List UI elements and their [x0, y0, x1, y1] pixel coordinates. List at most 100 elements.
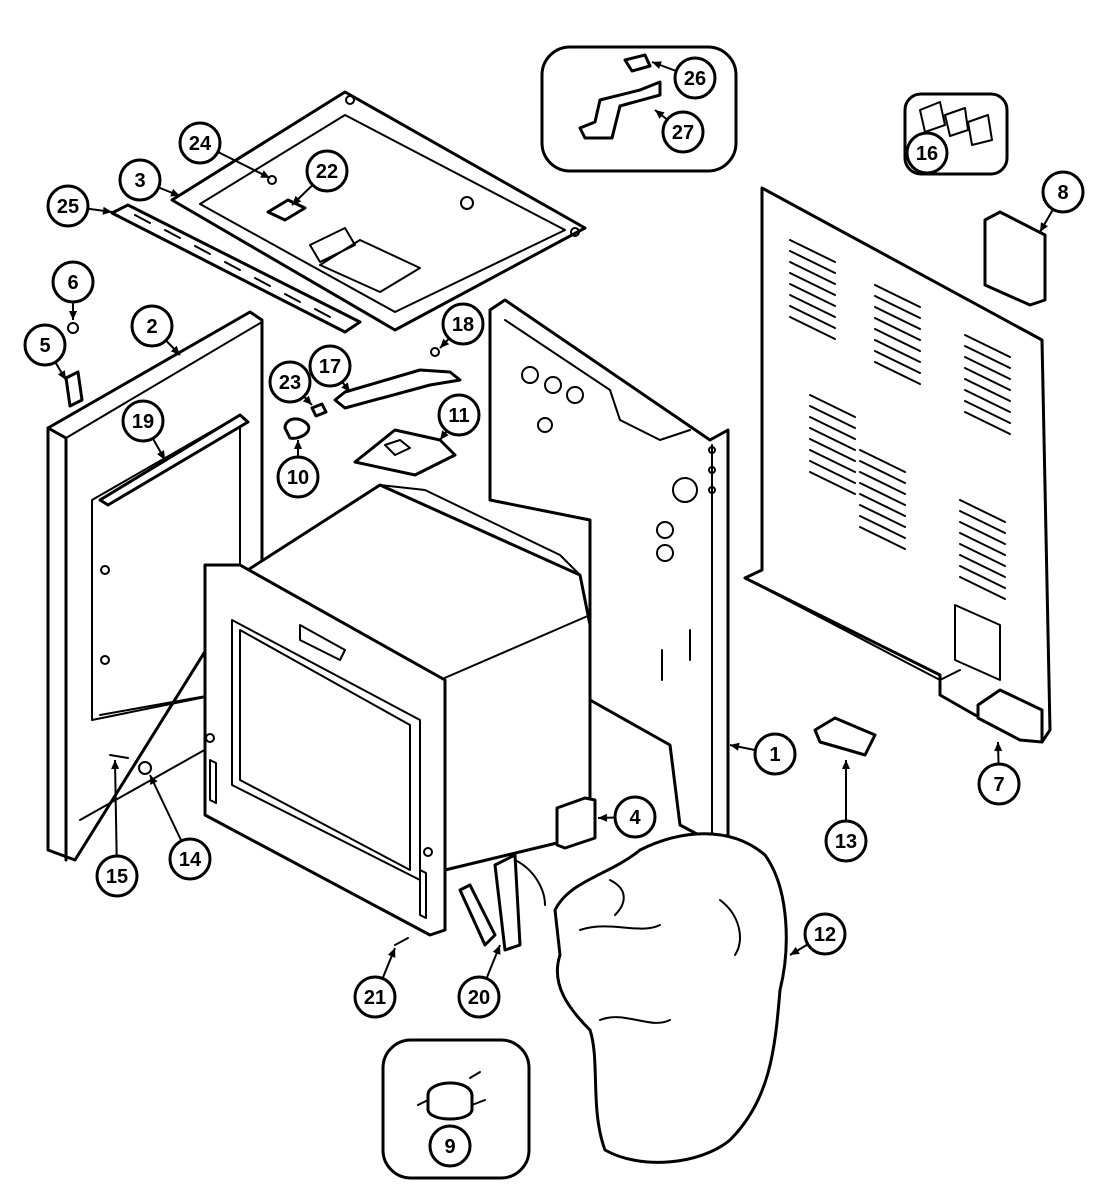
callout-circle	[753, 732, 797, 776]
leader-arrow-20	[492, 945, 501, 955]
vent-louver	[859, 482, 906, 506]
vent-louver	[789, 250, 836, 274]
callout-circle	[95, 854, 139, 898]
callout-circle	[1041, 170, 1085, 214]
vent-louver	[789, 316, 836, 340]
leader-arrow-21	[387, 948, 396, 958]
callout-label: 22	[316, 161, 338, 183]
vent-louver	[959, 565, 1006, 589]
vent-louver	[809, 394, 856, 418]
callout-circle	[305, 149, 349, 193]
callout-circle	[118, 158, 162, 202]
vent-louver	[809, 427, 856, 451]
leader-arrow-5	[57, 370, 66, 380]
leader-arrow-4	[598, 813, 608, 822]
callout-label: 12	[814, 924, 836, 946]
callout-16: 16	[905, 131, 949, 175]
leader-arrow-15	[111, 760, 120, 770]
inset-9	[381, 1038, 531, 1180]
callout-17: 17	[308, 344, 352, 388]
leader-arrow-25	[102, 206, 112, 215]
callout-6: 6	[51, 260, 95, 304]
callout-label: 17	[319, 356, 341, 378]
vent-louver	[789, 261, 836, 285]
vent-louver	[964, 400, 1011, 424]
callout-circle	[23, 323, 67, 367]
leader-arrow-17	[341, 382, 350, 392]
callout-label: 26	[684, 68, 706, 90]
callout-circle	[178, 121, 222, 165]
top-bracket	[266, 175, 307, 222]
leader-arrow-24	[260, 170, 270, 178]
callout-circle	[905, 131, 949, 175]
callout-circle	[276, 455, 320, 499]
vent-louver	[809, 438, 856, 462]
leader-arrow-6	[68, 311, 78, 320]
callout-label: 13	[835, 831, 857, 853]
vent-louver	[789, 272, 836, 296]
vent-bracket	[983, 210, 1047, 307]
callout-4: 4	[613, 795, 657, 839]
leader-arrow-10	[293, 440, 303, 449]
vent-louver	[789, 239, 836, 263]
side-clip	[64, 322, 84, 408]
callout-circle	[130, 304, 174, 348]
vent-louver	[874, 317, 921, 341]
callout-circle	[168, 837, 212, 881]
callout-19: 19	[121, 399, 165, 443]
leader-arrow-27	[655, 110, 665, 119]
callout-3: 3	[118, 158, 162, 202]
screws	[109, 754, 409, 946]
vent-louver	[874, 284, 921, 308]
callout-label: 23	[279, 372, 301, 394]
vent-louver	[964, 389, 1011, 413]
callout-circle	[673, 56, 717, 100]
callout-18: 18	[441, 302, 485, 346]
vent-louver	[959, 521, 1006, 545]
leader-arrow-23	[302, 395, 312, 405]
leader-arrow-11	[440, 430, 449, 440]
vent-louver	[964, 356, 1011, 380]
door-hinge	[458, 853, 546, 952]
vent-louver	[809, 471, 856, 495]
vent-louver	[959, 554, 1006, 578]
callout-26: 26	[673, 56, 717, 100]
leader-arrow-3	[170, 188, 180, 197]
callout-label: 1	[769, 744, 780, 766]
callout-circle	[441, 302, 485, 346]
vent-louver	[859, 515, 906, 539]
leader-arrow-7	[994, 742, 1003, 752]
callout-label: 6	[67, 272, 78, 294]
callout-circle	[803, 912, 847, 956]
callout-27: 27	[661, 110, 705, 154]
callout-20: 20	[457, 975, 501, 1019]
callout-label: 21	[364, 987, 386, 1009]
callout-circle	[51, 260, 95, 304]
vent-louver	[959, 576, 1006, 600]
callout-11: 11	[437, 393, 481, 437]
callout-circle	[457, 975, 501, 1019]
callout-group: 1234567891011121314151617181920212223242…	[23, 56, 1085, 1168]
callout-circle	[824, 819, 868, 863]
leader-arrow-22	[292, 195, 302, 205]
callout-label: 27	[672, 122, 694, 144]
callout-circle	[613, 795, 657, 839]
center-brackets	[283, 347, 462, 477]
callout-circle	[428, 1124, 472, 1168]
callout-circle	[121, 399, 165, 443]
callout-21: 21	[353, 975, 397, 1019]
callout-label: 20	[468, 987, 490, 1009]
vent-louver	[859, 493, 906, 517]
vent-louver	[809, 460, 856, 484]
vent-louver	[964, 334, 1011, 358]
callout-label: 2	[146, 316, 157, 338]
leader-arrow-18	[440, 338, 450, 348]
leader-arrow-13	[841, 760, 851, 769]
vent-louver	[809, 416, 856, 440]
vent-louver	[809, 405, 856, 429]
leader-arrow-19	[157, 450, 165, 460]
callout-9: 9	[428, 1124, 472, 1168]
callout-label: 10	[287, 467, 309, 489]
callout-label: 18	[452, 314, 474, 336]
vent-louver	[859, 449, 906, 473]
